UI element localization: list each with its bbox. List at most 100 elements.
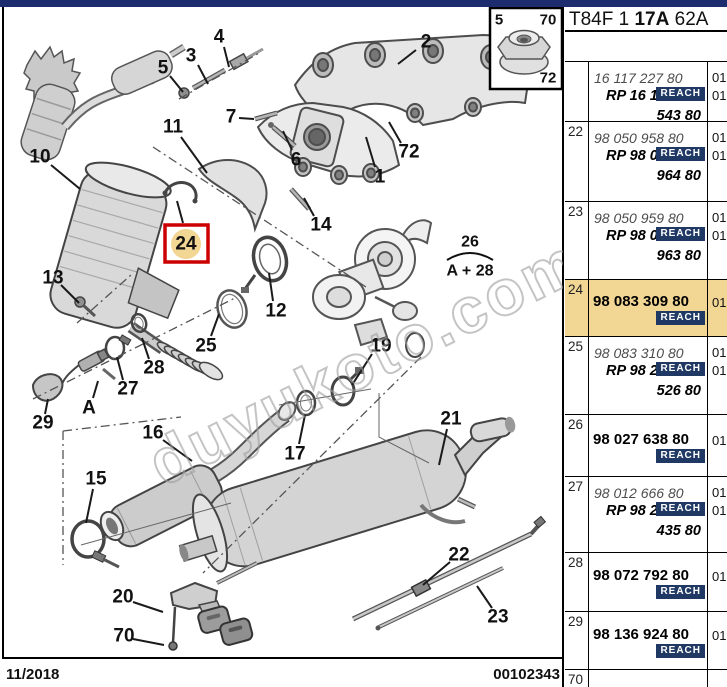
callout-7[interactable]: 7 [226, 107, 237, 128]
row-ref: 26 [565, 415, 589, 476]
callout-13[interactable]: 13 [42, 268, 63, 289]
inset-label-70[interactable]: 70 [540, 12, 557, 29]
part-number: 98 083 309 80 [593, 293, 689, 310]
qty-value: 01 [712, 363, 727, 378]
callout-28[interactable]: 28 [143, 358, 164, 379]
callout-27[interactable]: 27 [117, 379, 138, 400]
reach-badge[interactable]: REACH [656, 362, 705, 376]
leader-line-22 [422, 561, 451, 586]
callout-2[interactable]: 2 [421, 32, 432, 53]
axis-lines [32, 51, 422, 574]
studs-drawing [178, 47, 311, 211]
reach-badge[interactable]: REACH [656, 87, 705, 101]
callout-15[interactable]: 15 [85, 469, 107, 490]
inset-label-72[interactable]: 72 [540, 70, 557, 87]
callout-21[interactable]: 21 [440, 409, 462, 430]
catalog-code-header: T84F 1 17A 62A [565, 7, 727, 32]
callout-16[interactable]: 16 [142, 423, 163, 444]
callout-72[interactable]: 72 [398, 142, 419, 163]
callout-23[interactable]: 23 [487, 607, 508, 628]
leader-line-11 [180, 136, 208, 174]
reach-badge[interactable]: REACH [656, 502, 705, 516]
qty-value: 01 [712, 210, 727, 225]
leader-line-25 [210, 313, 220, 337]
callout-70[interactable]: 70 [113, 626, 134, 647]
reach-badge[interactable]: REACH [656, 311, 705, 325]
row-ref: 25 [565, 337, 589, 414]
catalog-code-page: 17A [634, 9, 670, 30]
table-spacer-row [565, 32, 727, 62]
revision-date: 11/2018 [6, 666, 60, 683]
callout-14[interactable]: 14 [310, 215, 332, 236]
reach-badge[interactable]: REACH [656, 448, 705, 463]
clamp-12-drawing [241, 235, 289, 293]
part-number: 16 117 227 80 [594, 70, 683, 86]
leader-line-7 [238, 117, 255, 120]
leader-line-20 [132, 601, 164, 613]
catalog-code-prefix: T84F 1 [569, 9, 635, 30]
callout-3[interactable]: 3 [186, 46, 197, 67]
clamp-27-drawing [104, 334, 132, 361]
leader-line-15 [85, 488, 94, 524]
callout-5[interactable]: 5 [158, 58, 169, 79]
callout-A[interactable]: A [82, 398, 96, 419]
part-number: 98 027 638 80 [593, 430, 689, 448]
callout-10[interactable]: 10 [29, 147, 50, 168]
callout-25[interactable]: 25 [195, 336, 217, 357]
row-ref: 23 [565, 202, 589, 279]
qty-value: 01 [712, 130, 727, 145]
row-qty-cell: 01 [707, 612, 727, 669]
part-number-suffix: 526 80 [656, 383, 701, 399]
qty-value: 01 [712, 228, 727, 243]
row-ref: 22 [565, 122, 589, 201]
leader-line-24 [176, 200, 184, 224]
callout-6[interactable]: 6 [291, 150, 302, 171]
callout-29[interactable]: 29 [32, 413, 53, 434]
inset-label-5[interactable]: 5 [495, 12, 503, 29]
leader-line-12 [268, 272, 274, 302]
mini-assembly-drawing [20, 44, 186, 161]
callout-12[interactable]: 12 [265, 301, 286, 322]
reach-badge[interactable]: REACH [656, 147, 705, 161]
qty-value: 01 [712, 432, 727, 448]
reach-badge[interactable]: REACH [656, 643, 705, 658]
part-number-suffix: 963 80 [656, 248, 701, 264]
callout-11[interactable]: 11 [163, 117, 184, 138]
callout-22[interactable]: 22 [448, 545, 469, 566]
row-ref: 70 [565, 670, 589, 687]
callout-19[interactable]: 19 [370, 336, 391, 357]
reach-badge[interactable]: REACH [656, 585, 705, 599]
callout-20[interactable]: 20 [112, 587, 133, 608]
table-row-70[interactable]: 70 [565, 670, 727, 687]
part-number-suffix: 435 80 [656, 523, 701, 539]
callout-17[interactable]: 17 [284, 444, 305, 465]
row-qty-cell: 01 [707, 553, 727, 611]
part-number: 98 012 666 80 [594, 485, 684, 501]
callout-24[interactable]: 24 [175, 234, 197, 255]
part-number: 98 050 959 80 [594, 210, 684, 226]
leader-line-23 [476, 585, 493, 609]
callout-1[interactable]: 1 [375, 167, 386, 188]
exploded-parts-diagram: 26 A + 28 5 70 72 1011534761722141225282… [20, 7, 563, 651]
callout-4[interactable]: 4 [214, 27, 225, 48]
row-ref: 28 [565, 553, 589, 611]
leader-line-A [92, 380, 99, 399]
reach-badge[interactable]: REACH [656, 227, 705, 241]
